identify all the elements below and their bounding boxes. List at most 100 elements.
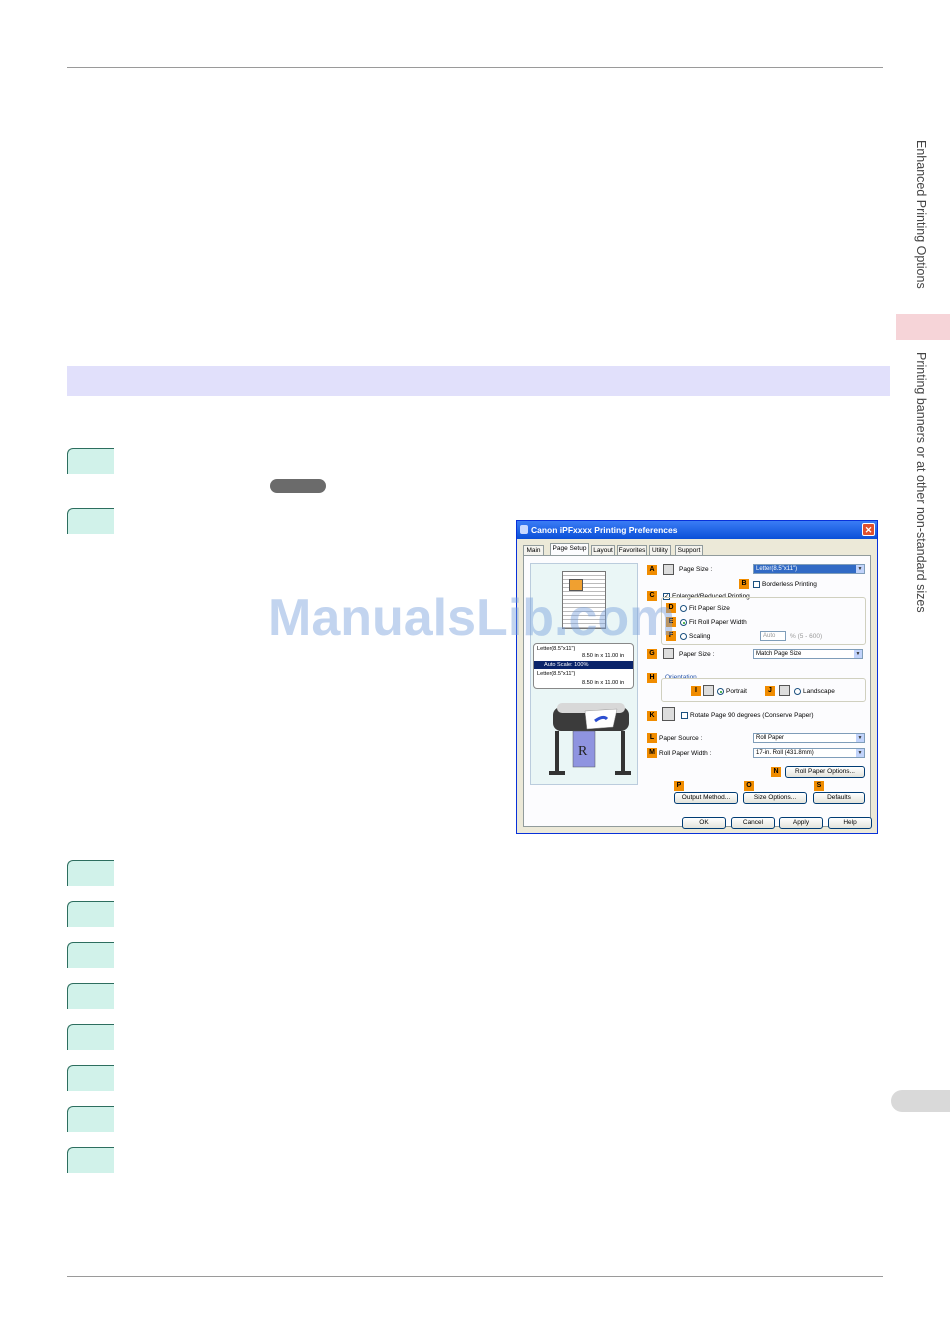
watermark: ManualsLib.com	[268, 589, 676, 647]
label-i: I	[691, 686, 701, 696]
step-marker	[67, 508, 114, 534]
rotate-checkbox[interactable]	[681, 712, 688, 719]
rotate-label: Rotate Page 90 degrees (Conserve Paper)	[690, 712, 814, 719]
paper-source-select[interactable]: Roll Paper ▼	[753, 733, 865, 743]
page-size-select[interactable]: Letter(8.5"x11") ▼	[753, 564, 865, 574]
step-marker	[67, 448, 114, 474]
step-marker	[67, 983, 114, 1009]
preview-page-size: Letter(8.5"x11")	[537, 646, 576, 652]
sidebar-tab[interactable]	[891, 1090, 950, 1112]
label-c: C	[647, 591, 657, 601]
output-method-button[interactable]: Output Method...	[674, 792, 738, 804]
page-size-label: Page Size :	[679, 566, 713, 573]
step-marker	[67, 1106, 114, 1132]
ok-button[interactable]: OK	[682, 817, 726, 829]
portrait-icon	[703, 685, 714, 696]
page-size-icon	[663, 564, 674, 575]
step-marker	[67, 860, 114, 886]
step-marker	[67, 1065, 114, 1091]
label-b: B	[739, 579, 749, 589]
large-format-printer-illustration: R	[549, 703, 631, 775]
dialog-titlebar: Canon iPFxxxx Printing Preferences ✕	[517, 521, 877, 539]
roll-width-value: 17-in. Roll (431.8mm)	[756, 750, 814, 756]
label-e: E	[666, 617, 676, 627]
step-marker	[67, 942, 114, 968]
orientation-label: Orientation	[665, 674, 697, 681]
preview-image	[569, 579, 583, 591]
sidebar-section-title: Enhanced Printing Options	[914, 140, 928, 289]
sidebar-topic-title: Printing banners or at other non-standar…	[914, 352, 928, 613]
sidebar-highlight	[896, 314, 950, 340]
page-size-value: Letter(8.5"x11")	[756, 566, 798, 572]
chevron-down-icon[interactable]: ▼	[854, 650, 862, 658]
borderless-checkbox[interactable]	[753, 581, 760, 588]
defaults-button[interactable]: Defaults	[813, 792, 865, 804]
rotate-icon	[662, 707, 675, 721]
footer-rule	[67, 1276, 883, 1277]
svg-text:R: R	[578, 744, 588, 759]
paper-size-label: Paper Size :	[679, 651, 715, 658]
roll-width-select[interactable]: 17-in. Roll (431.8mm) ▼	[753, 748, 865, 758]
landscape-icon	[779, 685, 790, 696]
label-n: N	[771, 767, 781, 777]
roll-width-label: Roll Paper Width :	[659, 750, 712, 757]
preview-auto-scale: Auto Scale: 100%	[534, 661, 633, 669]
printing-preferences-dialog: Canon iPFxxxx Printing Preferences ✕ Mai…	[516, 520, 878, 834]
label-p: P	[674, 781, 684, 791]
label-g: G	[647, 649, 657, 659]
label-a: A	[647, 565, 657, 575]
apply-button[interactable]: Apply	[779, 817, 823, 829]
landscape-radio[interactable]	[794, 688, 801, 695]
chevron-down-icon[interactable]: ▼	[856, 565, 864, 573]
tab-favorites[interactable]: Favorites	[617, 545, 647, 555]
label-m: M	[647, 748, 657, 758]
paper-size-value: Match Page Size	[756, 651, 802, 657]
label-k: K	[647, 711, 657, 721]
header-rule	[67, 67, 883, 68]
size-options-button[interactable]: Size Options...	[743, 792, 807, 804]
scaling-range: % (5 - 600)	[790, 633, 823, 640]
tab-support[interactable]: Support	[675, 545, 703, 555]
label-d: D	[666, 603, 676, 613]
label-l: L	[647, 733, 657, 743]
cancel-button[interactable]: Cancel	[731, 817, 775, 829]
landscape-label: Landscape	[803, 688, 835, 695]
step-marker	[67, 1147, 114, 1173]
portrait-radio[interactable]	[717, 688, 724, 695]
tab-utility[interactable]: Utility	[649, 545, 671, 555]
scaling-input[interactable]: Auto	[760, 631, 786, 641]
preview-paper-dims: 8.50 in x 11.00 in	[582, 680, 625, 686]
label-h: H	[647, 673, 657, 683]
enlarged-label: Enlarged/Reduced Printing	[672, 593, 750, 600]
section-heading-band	[67, 366, 890, 396]
tab-layout[interactable]: Layout	[591, 545, 615, 555]
printer-icon	[520, 525, 528, 534]
fit-roll-label: Fit Roll Paper Width	[689, 619, 747, 626]
paper-source-label: Paper Source :	[659, 735, 703, 742]
label-f: F	[666, 631, 676, 641]
portrait-label: Portrait	[726, 688, 747, 695]
help-button[interactable]: Help	[828, 817, 872, 829]
enlarged-group	[661, 597, 866, 645]
tab-page-setup[interactable]: Page Setup	[550, 543, 589, 555]
dialog-title: Canon iPFxxxx Printing Preferences	[531, 525, 678, 535]
paper-size-select[interactable]: Match Page Size ▼	[753, 649, 863, 659]
reference-pill[interactable]	[270, 479, 326, 493]
label-s: S	[814, 781, 824, 791]
tab-main[interactable]: Main	[523, 545, 544, 555]
label-o: O	[744, 781, 754, 791]
paper-source-value: Roll Paper	[756, 735, 785, 741]
paper-size-icon	[663, 648, 674, 659]
chevron-down-icon[interactable]: ▼	[856, 734, 864, 742]
scaling-label: Scaling	[689, 633, 711, 640]
preview-page-dims: 8.50 in x 11.00 in	[582, 653, 625, 659]
close-icon[interactable]: ✕	[862, 523, 875, 536]
scaling-radio[interactable]	[680, 633, 687, 640]
step-marker	[67, 901, 114, 927]
fit-roll-radio[interactable]	[680, 619, 687, 626]
roll-paper-options-button[interactable]: Roll Paper Options...	[785, 766, 865, 778]
fit-paper-radio[interactable]	[680, 605, 687, 612]
orientation-group	[661, 678, 866, 702]
chevron-down-icon[interactable]: ▼	[856, 749, 864, 757]
preview-paper-size: Letter(8.5"x11")	[537, 671, 576, 677]
